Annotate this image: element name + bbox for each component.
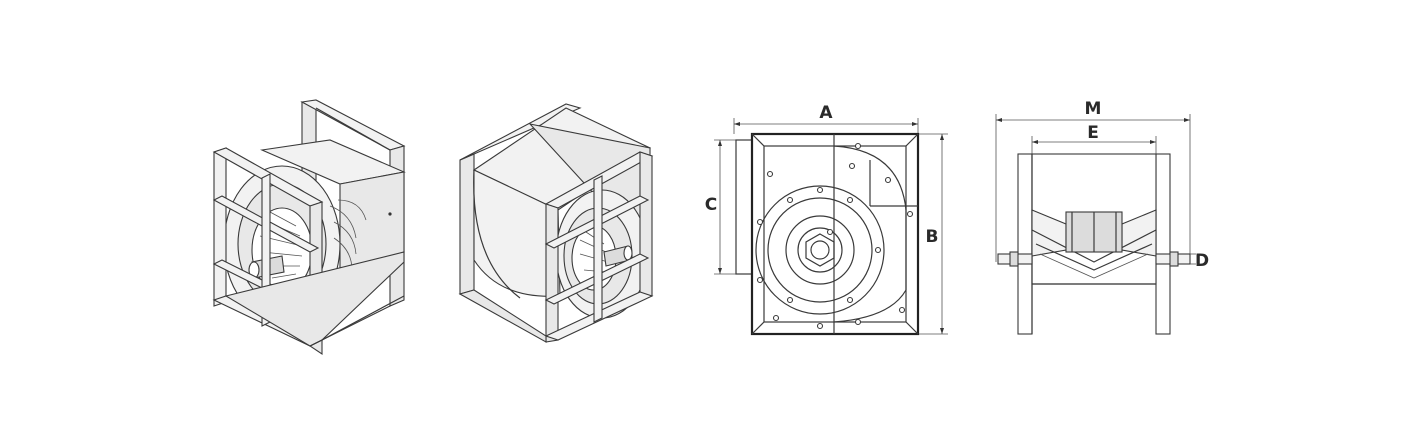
dimension-label-m: M	[1085, 99, 1102, 119]
dimension-label-e: E	[1087, 123, 1099, 143]
dimension-label-b: B	[926, 227, 939, 247]
dimension-label-c: C	[705, 195, 717, 215]
isometric-view-front	[212, 99, 406, 356]
dimension-label-d: D	[1195, 251, 1209, 271]
side-orthographic-view: M E D	[995, 99, 1209, 335]
front-orthographic-view: A B C	[705, 103, 948, 336]
isometric-view-rear	[458, 103, 654, 343]
dimension-label-a: A	[819, 103, 833, 123]
fan-housing-outline	[750, 132, 920, 336]
bolt-holes	[756, 142, 914, 330]
